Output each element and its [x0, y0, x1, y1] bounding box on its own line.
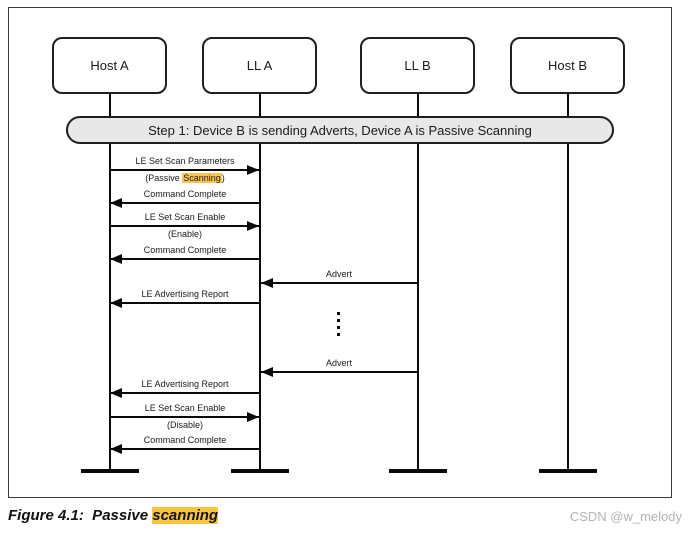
message-label-le-advertising-report: LE Advertising Report — [141, 289, 229, 299]
sublabel-post: ) — [221, 173, 225, 183]
endbar-host-b — [539, 469, 597, 473]
arrowhead-right-icon — [247, 221, 259, 231]
lifeline-ll-a — [259, 94, 261, 471]
message-label-le-set-scan-parameters: LE Set Scan Parameters — [135, 156, 235, 166]
message-arrow-line — [261, 282, 418, 284]
actor-box-host-b: Host B — [510, 37, 625, 94]
sublabel-pre: (Enable) — [167, 229, 203, 239]
message-arrow-line — [110, 416, 259, 418]
arrowhead-left-icon — [110, 444, 122, 454]
actor-box-host-a: Host A — [52, 37, 167, 94]
endbar-ll-a — [231, 469, 289, 473]
message-label-advert: Advert — [325, 269, 352, 279]
actor-label: Host A — [90, 58, 129, 73]
endbar-ll-b — [389, 469, 447, 473]
lifeline-host-a — [109, 94, 111, 471]
actor-label: LL B — [404, 58, 431, 73]
message-label-command-complete: Command Complete — [143, 245, 227, 255]
actor-label: Host B — [547, 58, 587, 73]
actor-label: LL A — [246, 58, 273, 73]
message-arrow-line — [110, 448, 259, 450]
message-arrow-line — [110, 202, 259, 204]
csdn-watermark: CSDN @w_melody — [569, 509, 682, 524]
figure-caption-text: Figure 4.1: Passive — [8, 507, 153, 524]
arrowhead-right-icon — [247, 412, 259, 422]
figure-caption-highlight: scanning — [152, 507, 219, 524]
ellipsis-dots — [337, 312, 340, 336]
sublabel-pre: (Disable) — [166, 420, 203, 430]
arrowhead-left-icon — [110, 254, 122, 264]
step-banner: Step 1: Device B is sending Adverts, Dev… — [66, 116, 614, 144]
step-banner-text: Step 1: Device B is sending Adverts, Dev… — [148, 122, 532, 138]
actor-box-ll-b: LL B — [360, 37, 475, 94]
message-label-le-set-scan-enable: LE Set Scan Enable — [144, 403, 226, 413]
message-arrow-line — [110, 302, 259, 304]
message-label-le-set-scan-enable: LE Set Scan Enable — [144, 212, 226, 222]
message-sublabel-enable: (Enable) — [110, 229, 260, 240]
message-arrow-line — [261, 371, 418, 373]
arrowhead-left-icon — [110, 298, 122, 308]
sublabel-pre: (Passive — [145, 173, 183, 183]
lifeline-ll-b — [417, 94, 419, 471]
message-sublabel-disable: (Disable) — [110, 420, 260, 431]
arrowhead-left-icon — [110, 388, 122, 398]
message-arrow-line — [110, 392, 259, 394]
message-label-advert: Advert — [325, 358, 352, 368]
arrowhead-left-icon — [261, 278, 273, 288]
endbar-host-a — [81, 469, 139, 473]
actor-box-ll-a: LL A — [202, 37, 317, 94]
message-arrow-line — [110, 258, 259, 260]
lifeline-host-b — [567, 94, 569, 471]
message-label-le-advertising-report: LE Advertising Report — [141, 379, 229, 389]
message-label-command-complete: Command Complete — [143, 189, 227, 199]
message-arrow-line — [110, 169, 259, 171]
message-arrow-line — [110, 225, 259, 227]
sublabel-highlight: Scanning — [182, 173, 222, 183]
arrowhead-right-icon — [247, 165, 259, 175]
figure-caption: Figure 4.1: Passive scanning — [8, 507, 219, 524]
arrowhead-left-icon — [110, 198, 122, 208]
message-label-command-complete: Command Complete — [143, 435, 227, 445]
arrowhead-left-icon — [261, 367, 273, 377]
message-sublabel-passive-scanning: (Passive Scanning) — [110, 173, 260, 184]
